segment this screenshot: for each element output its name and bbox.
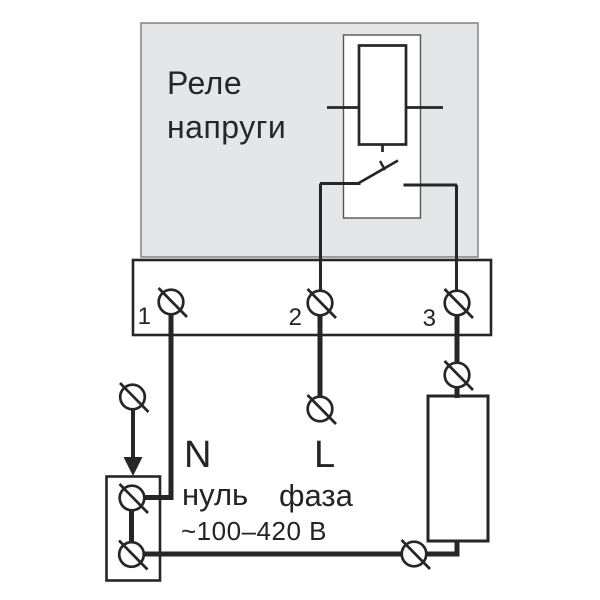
screw-terminals (117, 287, 474, 571)
device-title-line2: напруги (167, 108, 287, 145)
terminal2-slash (306, 288, 337, 319)
load-box (426, 394, 490, 543)
switch-blade-icon (357, 159, 399, 185)
device-title-line1: Реле (167, 65, 243, 101)
relay-coil-icon (357, 44, 408, 146)
phase-letter-label: L (314, 434, 336, 476)
phase-end-slash (306, 394, 337, 425)
wire-load-return (132, 540, 460, 557)
return-wire-slash (400, 539, 431, 570)
terminal1-slash (157, 287, 188, 318)
supply-in-slash (119, 382, 150, 413)
device-title: Реле напруги (167, 62, 286, 149)
terminal3-number: 3 (422, 305, 436, 332)
junction-top-slash (118, 483, 149, 514)
junction-bottom-slash (118, 539, 149, 571)
terminal2-number: 2 (288, 304, 302, 331)
load-top-slash (443, 360, 474, 391)
phase-word-label: фаза (279, 478, 353, 513)
supply-arrow-icon (123, 457, 143, 476)
voltage-range-label: ~100–420 В (181, 516, 327, 546)
terminal3-slash (443, 288, 474, 319)
relay-housing (140, 22, 479, 258)
neutral-word-label: нуль (182, 477, 249, 512)
neutral-letter-label: N (184, 434, 212, 476)
terminal1-number: 1 (137, 303, 151, 330)
